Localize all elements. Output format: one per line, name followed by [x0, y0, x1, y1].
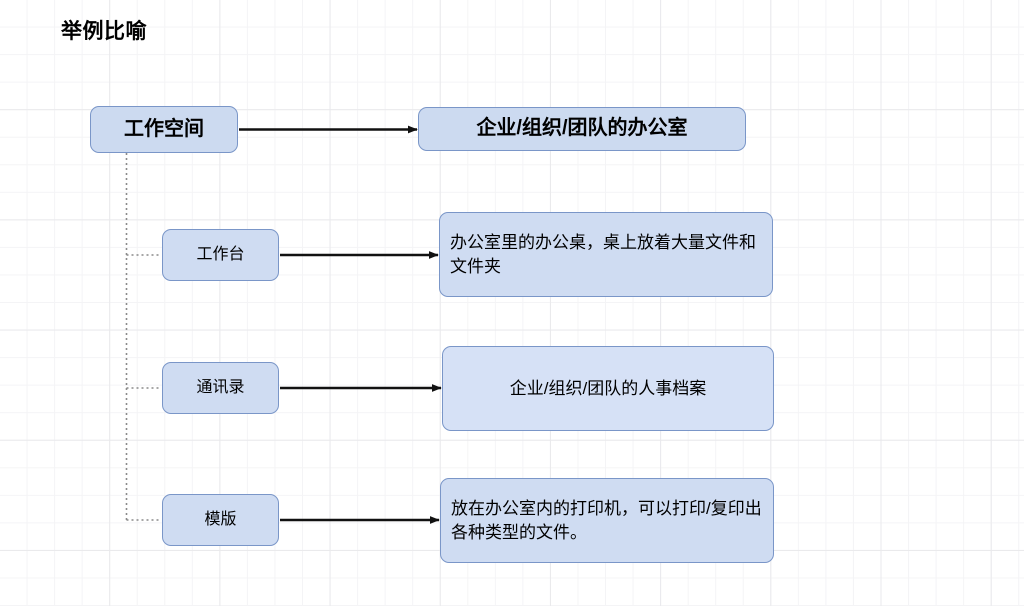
- node-workspace[interactable]: 工作空间: [90, 106, 238, 153]
- page-title: 举例比喻: [61, 20, 147, 43]
- node-contacts[interactable]: 通讯录: [162, 362, 279, 414]
- node-workspace-label: 工作空间: [124, 117, 204, 140]
- node-hr-description-label: 企业/组织/团队的人事档案: [509, 378, 707, 398]
- node-office-label: 企业/组织/团队的办公室: [476, 117, 688, 140]
- node-contacts-label: 通讯录: [196, 378, 245, 396]
- node-template-label: 模版: [204, 510, 237, 528]
- node-desk-description-label: 办公室里的办公桌，桌上放着大量文件和文件夹: [450, 233, 756, 276]
- node-desk-description[interactable]: 办公室里的办公桌，桌上放着大量文件和文件夹: [439, 212, 773, 297]
- node-printer-description-label: 放在办公室内的打印机，可以打印/复印出各种类型的文件。: [451, 499, 762, 542]
- node-printer-description[interactable]: 放在办公室内的打印机，可以打印/复印出各种类型的文件。: [440, 478, 774, 563]
- node-hr-description[interactable]: 企业/组织/团队的人事档案: [442, 346, 774, 431]
- node-worktable[interactable]: 工作台: [162, 229, 279, 281]
- node-template[interactable]: 模版: [162, 494, 279, 546]
- node-worktable-label: 工作台: [196, 245, 245, 263]
- node-office[interactable]: 企业/组织/团队的办公室: [418, 107, 746, 151]
